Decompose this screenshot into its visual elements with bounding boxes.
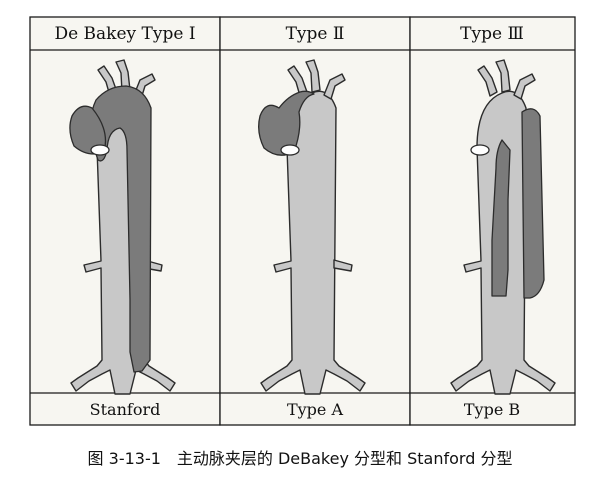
false-lumen-root: [69, 105, 107, 155]
aorta-diagram-type-3: [450, 59, 556, 395]
panel-type-2: Type Ⅱ Type A: [219, 16, 411, 426]
panel-footer-label: Type A: [287, 400, 344, 419]
aortic-valve: [90, 144, 110, 156]
false-lumen-descending-left: [491, 139, 511, 297]
aorta-diagram-type-2: [258, 59, 366, 395]
figure-caption: 图 3-13-1 主动脉夹层的 DeBakey 分型和 Stanford 分型: [87, 449, 513, 468]
panel-type-3: Type Ⅲ Type B: [409, 16, 576, 426]
aorta-diagram-type-1: [69, 59, 176, 395]
panel-footer-label: Type B: [464, 400, 520, 419]
false-lumen-descending: [521, 108, 545, 299]
panel-header-label: Type Ⅱ: [286, 24, 345, 44]
panel-footer-label: Stanford: [90, 400, 161, 419]
panel-type-1: De Bakey Type Ⅰ Stanford: [29, 16, 221, 426]
panel-header-label: De Bakey Type Ⅰ: [54, 24, 195, 44]
panel-header-label: Type Ⅲ: [460, 24, 524, 44]
aortic-valve: [280, 144, 300, 156]
aortic-valve: [470, 144, 490, 156]
false-lumen-ascending: [258, 90, 315, 156]
